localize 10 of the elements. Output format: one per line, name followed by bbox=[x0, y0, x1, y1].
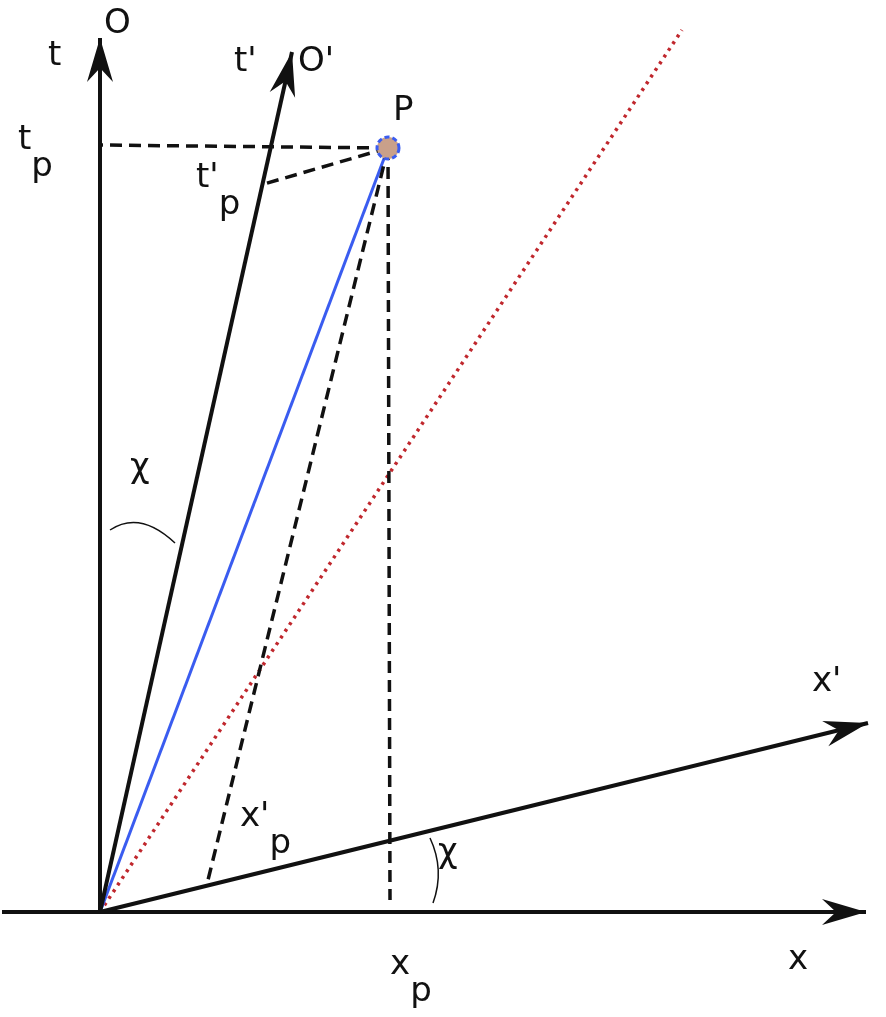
axis-label: O bbox=[104, 4, 131, 38]
angle-label: χ bbox=[438, 833, 458, 867]
event-point bbox=[375, 135, 401, 161]
axis-label: x bbox=[788, 940, 809, 974]
axis-label: x' bbox=[812, 662, 842, 696]
angle-label: χ bbox=[130, 448, 150, 482]
axis-label: t' bbox=[234, 42, 257, 76]
axis-label: t bbox=[48, 36, 62, 70]
point-label: P bbox=[393, 91, 414, 125]
axis-label: O' bbox=[298, 42, 335, 76]
